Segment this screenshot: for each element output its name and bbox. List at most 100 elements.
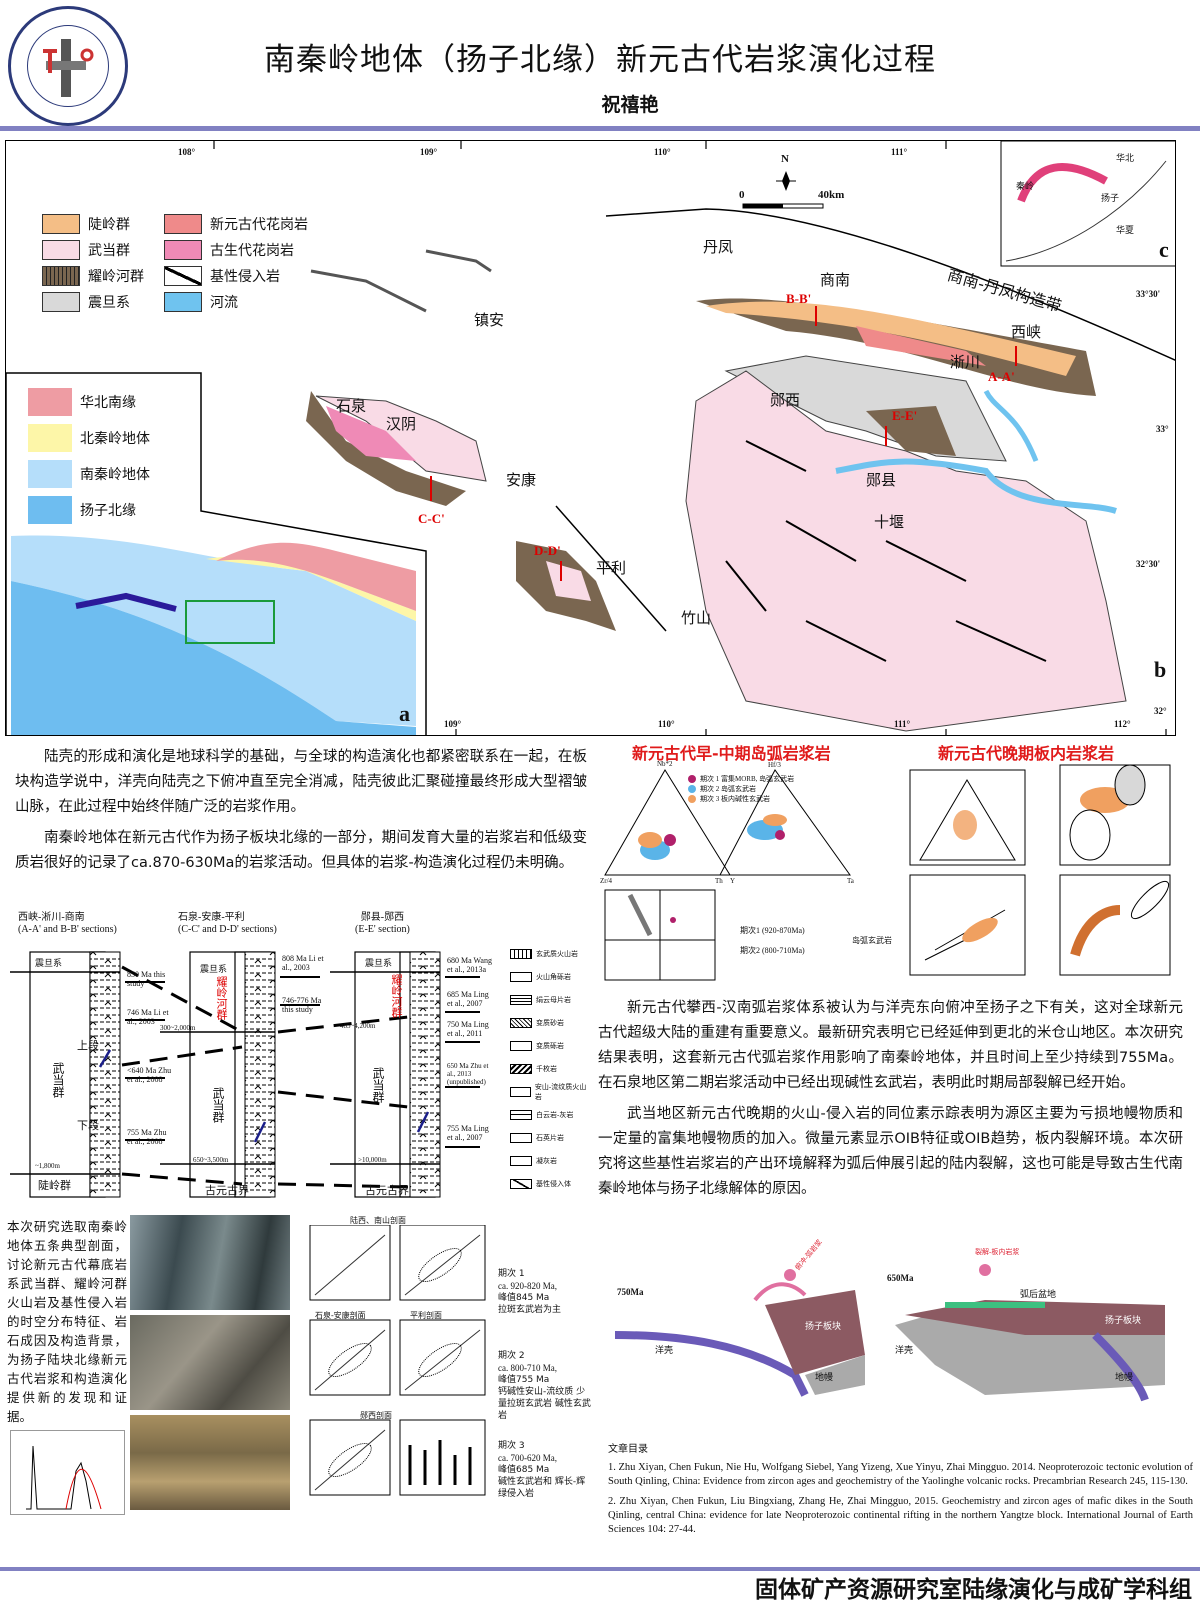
isotope-diagrams: [905, 760, 1195, 985]
panel-label-a: a: [399, 701, 410, 726]
poster-title: 南秦岭地体（扬子北缘）新元古代岩浆演化过程: [264, 42, 936, 78]
model-label: 扬子板块: [1105, 1315, 1142, 1325]
age-label: 650 Ma Zhu et al., 2013 (unpublished): [447, 1062, 489, 1086]
city-label: 十堰: [874, 513, 905, 531]
legend-item: 新元古代花岗岩: [164, 211, 314, 237]
model-label: 弧后盆地: [1020, 1289, 1057, 1299]
legend-item: 基性侵入岩: [164, 263, 314, 289]
cycle-label: 岛弧玄武岩: [852, 936, 892, 945]
thickness-label: 300~2,000m: [160, 1024, 196, 1032]
age-label: 685 Ma Ling et al., 2007: [447, 990, 489, 1008]
age-label: 755 Ma Zhu et al., 2008: [127, 1128, 167, 1146]
unit-label: 耀岭河群: [215, 976, 227, 1020]
unit-label: 古元古界: [205, 1185, 249, 1197]
column-header: 郧县-郧西(E-E' section): [355, 912, 410, 935]
age-label: <640 Ma Zhu et al., 2008: [127, 1066, 172, 1084]
city-label: 西峡: [1011, 323, 1042, 341]
age-label: 755 Ma Ling et al., 2007: [447, 1124, 489, 1142]
city-label: 淅川: [950, 353, 981, 371]
inset-legend: 华北南缘 北秦岭地体 南秦岭地体 扬子北缘: [28, 384, 150, 528]
map-legend: 陡岭群 新元古代花岗岩 武当群 古生代花岗岩 耀岭河群 基性侵入岩 震旦系 河流: [42, 211, 314, 315]
unit-label: 武当群: [51, 1062, 65, 1098]
north-arrow-label: N: [781, 153, 789, 165]
section-label: B-B': [786, 291, 812, 306]
model-label: 洋壳: [895, 1345, 914, 1355]
stratigraphic-columns: 西峡-淅川-商南(A-A' and B-B' sections) 石泉-安康-平…: [10, 912, 590, 1207]
outcrop-photo: [130, 1215, 290, 1310]
legend-item: 北秦岭地体: [28, 420, 150, 456]
chart-title: 郧西剖面: [360, 1411, 392, 1420]
cycle-label: 期次1 (920-870Ma): [740, 926, 805, 935]
legend-item: 古生代花岗岩: [164, 237, 314, 263]
model-label: 裂解-板内岩浆: [975, 1248, 1020, 1256]
header-divider: [0, 126, 1200, 131]
city-label: 郧西: [770, 391, 801, 409]
intro-text: 陆壳的形成和演化是地球科学的基础，与全球的构造演化也都紧密联系在一起，在板块构造…: [15, 745, 587, 876]
model-age: 650Ma: [887, 1273, 914, 1283]
city-label: 竹山: [681, 609, 712, 627]
age-label: 746-776 Ma this study: [282, 996, 322, 1014]
legend-item: 扬子北缘: [28, 492, 150, 528]
model-label: 扬子板块: [805, 1321, 842, 1331]
model-label: 地幔: [815, 1372, 834, 1382]
model-label: 洋壳: [655, 1345, 674, 1355]
age-histogram: [10, 1430, 125, 1515]
longitude-label: 111°: [894, 719, 911, 729]
age-label: 746 Ma Li et al., 2003: [127, 1008, 169, 1026]
legend-entry: 期次 3 板内碱性玄武岩: [700, 795, 770, 803]
chart-title: 石泉-安康剖面: [315, 1311, 366, 1320]
latitude-label: 32°30': [1136, 559, 1161, 569]
legend-entry: 期次 1 富集MORB, 岛弧玄武岩: [700, 775, 795, 783]
scale-distance: 40km: [818, 189, 845, 201]
references-heading: 文章目录: [608, 1444, 648, 1455]
inset-label: 扬子: [1101, 193, 1120, 203]
geologic-map: 108° 109° 110° 111° 109° 110° 111° 112° …: [5, 140, 1176, 736]
legend-item: 南秦岭地体: [28, 456, 150, 492]
section-label: A-A': [988, 369, 1015, 384]
footer-divider: [0, 1567, 1200, 1571]
thickness-label: 485~4,200m: [340, 1022, 376, 1030]
thickness-label: 650~3,500m: [193, 1156, 229, 1164]
vertex-label: Th: [715, 877, 723, 885]
lithology-legend: 玄武质火山岩 火山角砾岩 绢云母片岩 变质砂岩 变质砾岩 千枚岩 安山-流纹质火…: [510, 942, 590, 1195]
section-label: E-E': [892, 408, 918, 423]
legend-item: 震旦系: [42, 289, 164, 315]
inset-label: 华夏: [1116, 225, 1135, 235]
model-age: 750Ma: [617, 1287, 644, 1297]
scale-zero: 0: [739, 189, 745, 201]
vertex-label: Ta: [847, 877, 854, 885]
legend-item: 华北南缘: [28, 384, 150, 420]
cycle-label: 期次2 (800-710Ma): [740, 946, 805, 955]
heading-intraplate-magmatism: 新元古代晚期板内岩浆岩: [938, 744, 1115, 763]
legend-item: 河流: [164, 289, 314, 315]
discussion-paragraph: 新元古代攀西-汉南弧岩浆体系被认为与洋壳东向俯冲至扬子之下有关，这对全球新元古代…: [598, 1000, 1183, 1091]
longitude-label: 108°: [178, 147, 196, 157]
legend-item: 耀岭河群: [42, 263, 164, 289]
institution-logo: [8, 6, 128, 126]
discussion-text: 新元古代攀西-汉南弧岩浆体系被认为与洋壳东向俯冲至扬子之下有关，这对全球新元古代…: [598, 996, 1183, 1202]
legend-item: 武当群: [42, 237, 164, 263]
references: 文章目录 1. Zhu Xiyan, Chen Fukun, Nie Hu, W…: [608, 1440, 1193, 1537]
longitude-label: 109°: [444, 719, 462, 729]
unit-label: 耀岭河群: [390, 974, 402, 1018]
age-label: 680 Ma Wang et al., 2013a: [447, 956, 492, 974]
heading-arc-magmatism: 新元古代早-中期岛弧岩浆岩: [632, 744, 831, 763]
panel-label-b: b: [1154, 657, 1167, 682]
age-label: 850 Ma this study: [127, 970, 166, 988]
isochron-charts: 陆西、南山剖面 石泉-安康剖面 平利剖面 郧西剖面: [300, 1215, 490, 1510]
study-description: 本次研究选取南秦岭地体五条典型剖面，讨论新元古代幕底岩系武当群、耀岭河群火山岩及…: [7, 1219, 127, 1424]
city-label: 商南: [820, 271, 851, 289]
unit-label: 震旦系: [200, 964, 228, 974]
section-label: C-C': [418, 511, 445, 526]
age-label: 750 Ma Ling et al., 2011: [447, 1020, 489, 1038]
column-header: 西峡-淅川-商南(A-A' and B-B' sections): [18, 912, 117, 935]
outcrop-photo: [130, 1315, 290, 1410]
thickness-label: >10,000m: [358, 1156, 387, 1164]
legend-item: 陡岭群: [42, 211, 164, 237]
vertex-label: Y: [730, 877, 736, 885]
latitude-label: 32°: [1154, 706, 1167, 716]
tectonic-model: 750Ma 洋壳 扬子板块 地幔 俯冲-弧岩浆 650Ma 洋壳 扬子板块 地幔…: [605, 1235, 1185, 1405]
reference-item: 1. Zhu Xiyan, Chen Fukun, Nie Hu, Wolfga…: [608, 1462, 1193, 1487]
